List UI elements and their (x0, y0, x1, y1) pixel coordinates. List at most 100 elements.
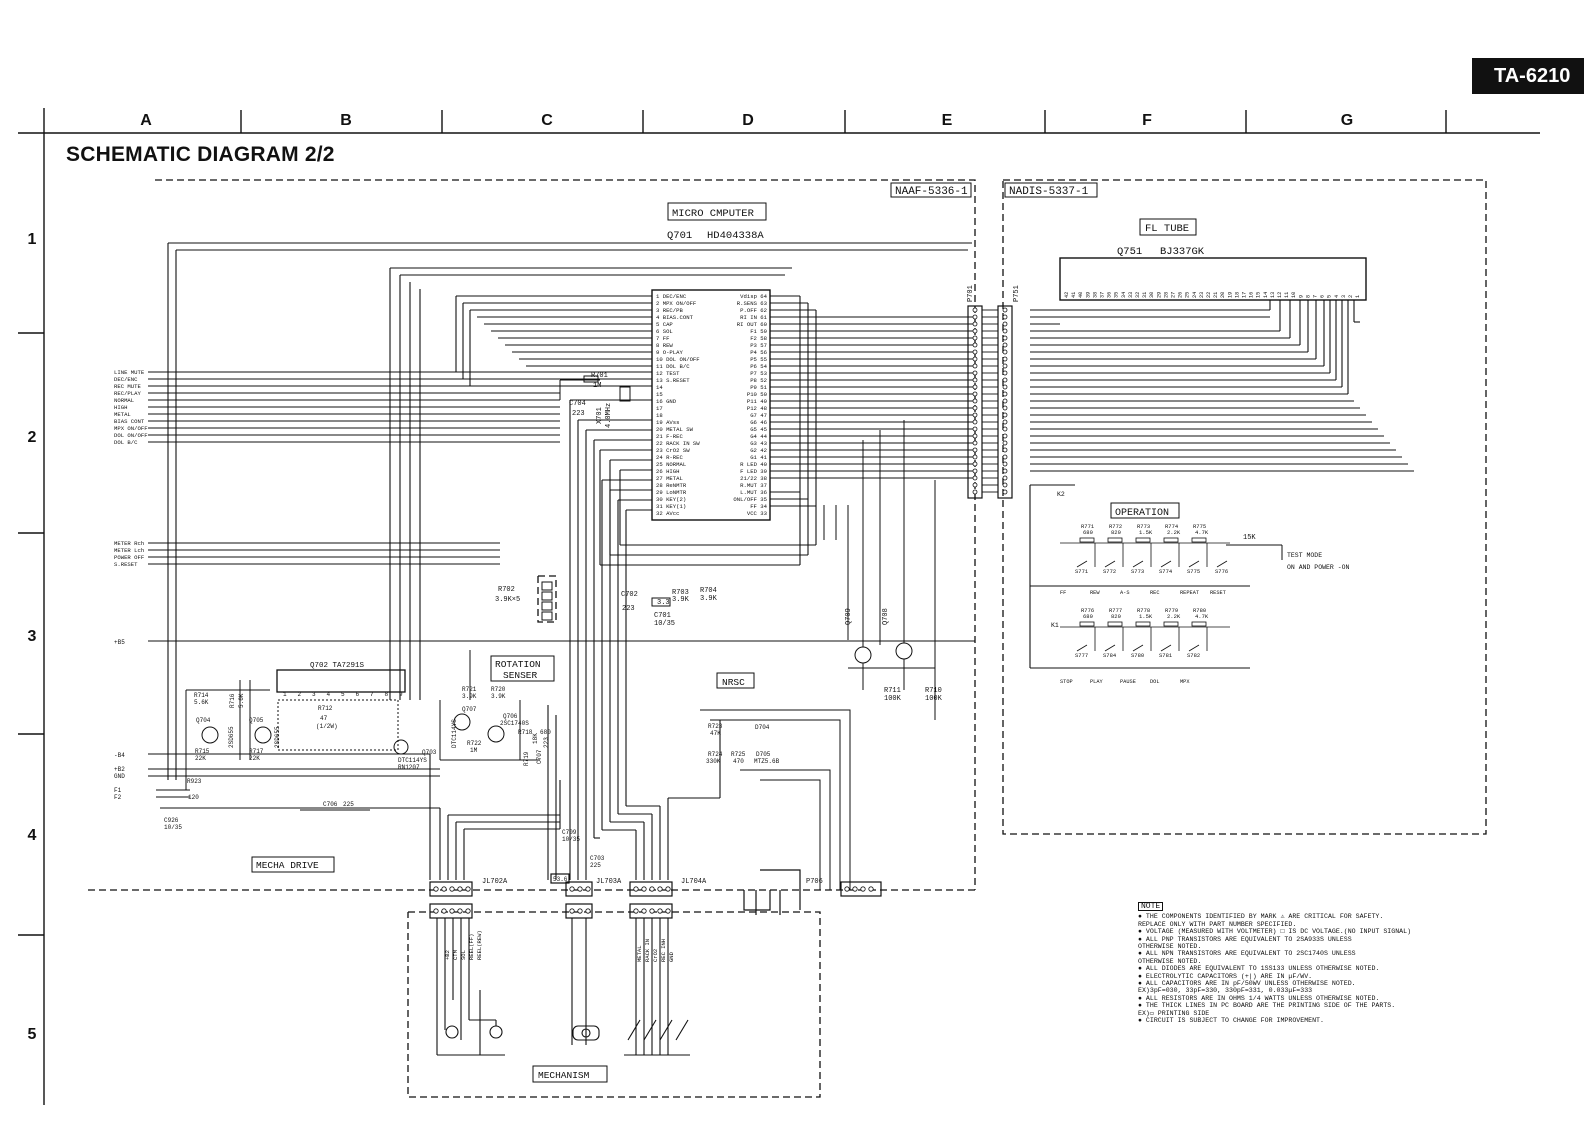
c701-label: C701 (654, 612, 671, 620)
left-signal-label: BIAS CONT (114, 418, 145, 425)
grid-frame (18, 108, 1540, 1105)
connector-pin (1002, 384, 1008, 390)
meter-signal-label: METER Rch (114, 540, 144, 547)
connector-pin (1002, 426, 1008, 432)
connector-pin (1002, 440, 1008, 446)
fl-pin-number: 12 (1277, 292, 1283, 298)
r723-value: 47K (710, 730, 721, 737)
q706-label: Q706 (503, 713, 518, 720)
op-key-label: RESET (1210, 590, 1226, 596)
q702-pin-number: 6 (356, 691, 360, 698)
grid-row-4: 4 (28, 827, 37, 844)
connector-pin (972, 342, 978, 348)
micro-pin-left: 10 DOL ON/OFF (656, 356, 700, 363)
connector-pin (1002, 412, 1008, 418)
r714-label: R714 (194, 692, 209, 699)
connector-pin (569, 886, 575, 892)
note-line: ● ALL PNP TRANSISTORS ARE EQUIVALENT TO … (1138, 935, 1352, 943)
fl-pin-number: 7 (1313, 295, 1319, 298)
micro-pin-left: 2 MPX ON/OFF (656, 300, 696, 307)
note-line: ● ALL NPN TRANSISTORS ARE EQUIVALENT TO … (1138, 950, 1356, 958)
fl-pin-number: 29 (1156, 292, 1162, 298)
connector-pin (868, 886, 874, 892)
op-resistor (1191, 621, 1207, 627)
connector-pin (972, 489, 978, 495)
fl-pin-number: 23 (1199, 292, 1205, 298)
micro-pin-right: P9 51 (750, 384, 767, 391)
c701-value: 10/35 (654, 620, 675, 628)
d705-label: D705 (756, 751, 771, 758)
connector-pin (1002, 342, 1008, 348)
connector-pin (972, 461, 978, 467)
connector-pin (649, 886, 655, 892)
note-line: OTHERWISE NOTED. (1138, 943, 1202, 951)
op-key-label: REC (1150, 590, 1160, 596)
op-resistor-label: R779 (1165, 607, 1178, 614)
connector-pin (972, 356, 978, 362)
connector-pin (1002, 328, 1008, 334)
fl-pin-number: 40 (1078, 292, 1084, 298)
connector-pin (449, 886, 455, 892)
k2-label: K2 (1057, 491, 1065, 498)
op-resistor-label: R778 (1137, 607, 1150, 614)
fl-chip: BJ337GK (1160, 246, 1205, 258)
fl-pin-number: 1 (1355, 295, 1361, 298)
r725-label: R725 (731, 751, 746, 758)
r725-value: 470 (733, 758, 744, 765)
connector-pin (1002, 356, 1008, 362)
q707-label: Q707 (462, 706, 477, 713)
power-f1: F1 (114, 787, 122, 794)
op-switch-label: S776 (1215, 568, 1228, 575)
power-signal-labels: +B5 -B4 +B2 GND F1 F2 (114, 639, 125, 801)
operation-row-1: R771680R772820R7731.5KR7742.2KR7754.7KS7… (1060, 523, 1230, 596)
fl-pin-number: 3 (1341, 295, 1347, 298)
op-resistor-value: 1.5K (1139, 613, 1153, 620)
r716-value: 5.6K (238, 693, 245, 708)
connector-pin (972, 454, 978, 460)
micro-pin-right: RI IN 61 (740, 314, 767, 321)
fl-pin-number: 20 (1220, 292, 1226, 298)
micro-pin-right: R.SENS 63 (737, 300, 767, 307)
r702-label: R702 (498, 586, 515, 594)
micro-pin-right: P10 50 (747, 391, 768, 398)
op-resistor-value: 2.2K (1167, 529, 1181, 536)
grid-row-1: 1 (28, 231, 37, 248)
micro-pin-right: F2 58 (750, 335, 767, 342)
v53-label: 53.6 (553, 876, 568, 883)
mech-pin-labels: +B2 CTM SOL REEL(FF) REEL(REW) METAL RAC… (444, 930, 675, 962)
connector-pin (972, 482, 978, 488)
connector-pin (433, 886, 439, 892)
mech-pin-a-3: SOL (460, 950, 467, 960)
note-line: ● THE THICK LINES IN PC BOARD ARE THE PR… (1138, 1002, 1396, 1010)
c706-label: C706 (323, 801, 338, 808)
mech-connector-dots (433, 886, 874, 914)
q702-pin-number: 8 (385, 691, 389, 698)
q704-label: Q704 (196, 717, 211, 724)
op-key-label: DOL (1150, 679, 1160, 685)
op-switch-label: S771 (1075, 568, 1089, 575)
micro-peripheral-shapes (541, 375, 936, 720)
op-resistor-value: 820 (1111, 613, 1121, 620)
connector-pin (1002, 475, 1008, 481)
micro-pin-left: 26 HIGH (656, 468, 680, 475)
q705-type: 2SD655 (274, 726, 281, 748)
micro-pin-left: 16 GND (656, 398, 677, 405)
r723-label: R723 (708, 723, 723, 730)
r724-label: R724 (708, 751, 723, 758)
board-right-label: NADIS-5337-1 (1009, 186, 1089, 198)
fl-pin-number: 39 (1085, 292, 1091, 298)
mechanism-label: MECHANISM (538, 1070, 590, 1081)
connector-pin (649, 908, 655, 914)
operation-label: OPERATION (1115, 508, 1169, 519)
micro-pin-left: 9 O-PLAY (656, 349, 683, 356)
op-switch (1076, 560, 1088, 568)
q702-pin-number: 2 (298, 691, 302, 698)
micro-pin-right: 21/22 38 (740, 475, 767, 482)
micro-pin-right: P11 49 (747, 398, 767, 405)
connector-pin (665, 886, 671, 892)
meter-signal-label: S.RESET (114, 561, 138, 568)
c707-value: 223 (543, 737, 550, 748)
r724-value: 330K (706, 758, 721, 765)
